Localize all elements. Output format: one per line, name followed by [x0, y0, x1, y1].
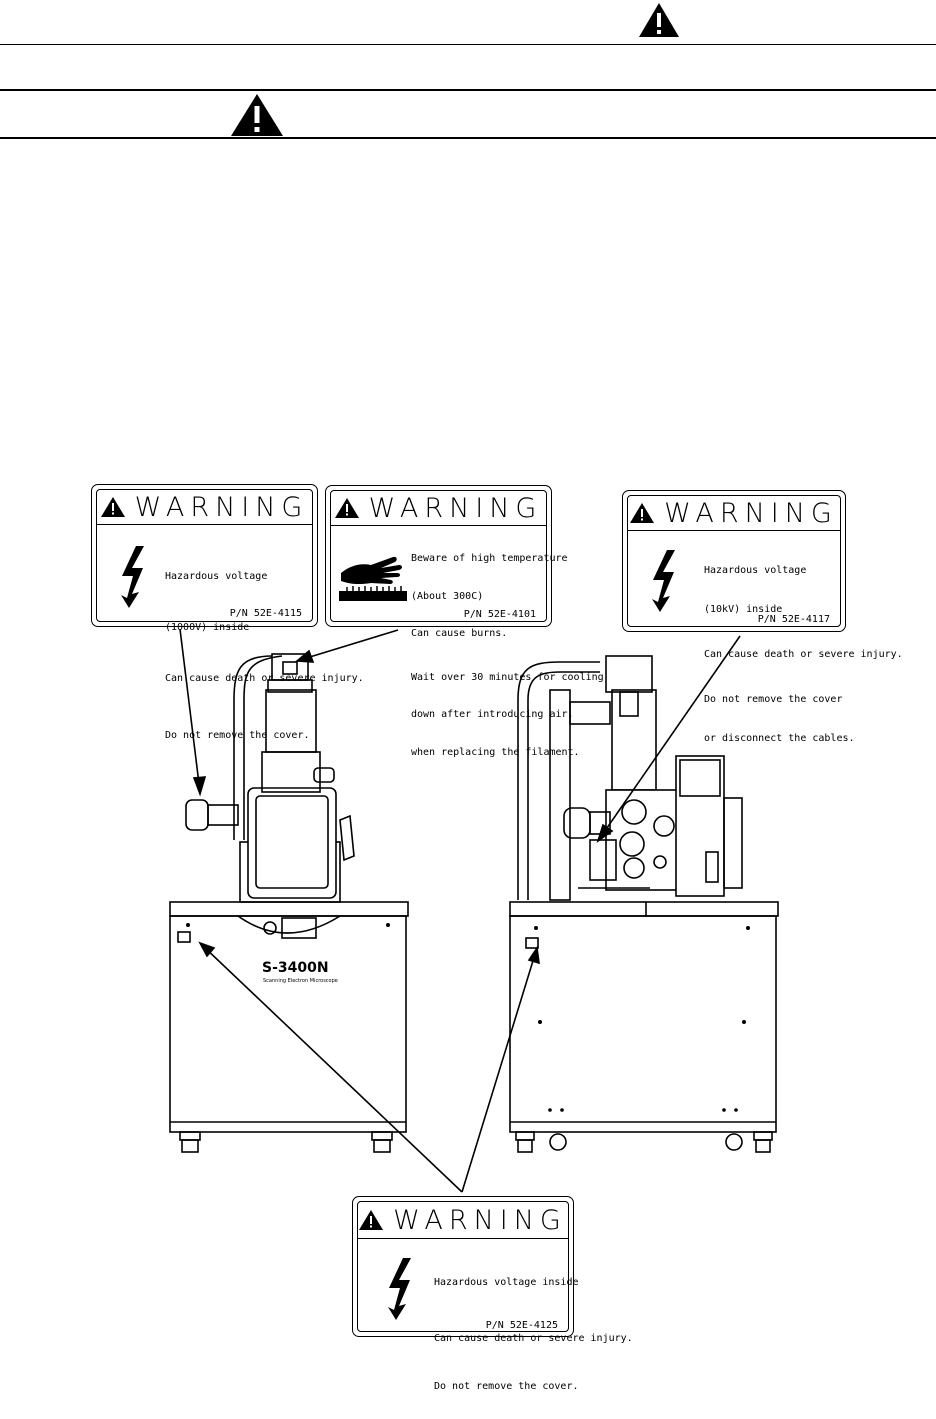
label-line: Hazardous voltage	[165, 571, 268, 582]
part-number: P/N 52E-4125	[485, 1320, 558, 1331]
machine-model-text: S-3400N	[262, 960, 329, 976]
label-title: WARNING	[134, 491, 309, 523]
lightning-bolt-icon	[121, 546, 144, 608]
label-line: Beware of high temperature	[411, 553, 568, 564]
label-line: Do not remove the cover.	[165, 730, 310, 741]
warning-label-voltage-inside: WARNING Hazardous voltage inside Can cau…	[352, 1196, 633, 1392]
label-line: Wait over 30 minutes for cooling	[411, 671, 604, 683]
hot-surface-hand-icon	[339, 556, 407, 601]
label-line: Hazardous voltage inside	[434, 1277, 579, 1288]
machine-subtitle-text: Scanning Electron Microscope	[263, 978, 338, 984]
label-line: Do not remove the cover	[704, 694, 843, 705]
label-line: (About 300C)	[411, 590, 484, 602]
warning-label-high-temperature: WARNING Beware of high temperature (Abou…	[325, 485, 604, 758]
label-line: Can cause death or severe injury.	[434, 1333, 633, 1344]
machine-illustration: S-3400N Scanning Electron Microscope	[169, 628, 779, 1193]
label-title: WARNING	[393, 1204, 567, 1236]
label-line: or disconnect the cables.	[704, 733, 855, 744]
label-title: WARNING	[368, 492, 543, 524]
part-number: P/N 52E-4115	[229, 608, 302, 619]
warning-label-1000v: WARNING Hazardous voltage (1000V) inside…	[91, 484, 364, 741]
manual-page: WARNING Hazardous voltage (1000V) inside…	[0, 3, 936, 1392]
front-view: S-3400N Scanning Electron Microscope	[169, 653, 409, 1153]
warning-triangle-icon	[100, 497, 125, 517]
label-line: (1000V) inside	[165, 622, 250, 633]
label-line: Do not remove the cover.	[434, 1381, 579, 1392]
lightning-bolt-icon	[652, 550, 675, 612]
label-line: Can cause death or severe injury.	[704, 649, 903, 660]
header-rule-middle	[0, 89, 936, 91]
warning-triangle-icon	[639, 3, 679, 37]
warning-triangle-icon	[630, 503, 655, 523]
label-line: (10kV) inside	[704, 604, 783, 615]
warning-triangle-icon	[231, 94, 283, 136]
label-line: Can cause burns.	[411, 628, 508, 639]
warning-triangle-icon	[359, 1210, 384, 1230]
lightning-bolt-icon	[388, 1258, 411, 1320]
header-rule-top	[0, 44, 936, 45]
label-title: WARNING	[664, 497, 838, 529]
label-line: down after introducing air,	[411, 709, 574, 720]
part-number: P/N 52E-4101	[463, 609, 536, 620]
label-line: Can cause death or severe injury.	[165, 673, 364, 684]
leader-arrows	[179, 628, 741, 1193]
warning-label-10kv: WARNING Hazardous voltage (10kV) inside …	[622, 490, 903, 744]
label-line: when replacing the filament.	[411, 746, 580, 758]
warning-triangle-icon	[334, 498, 359, 518]
label-line: Hazardous voltage	[704, 565, 807, 576]
part-number: P/N 52E-4117	[757, 614, 830, 625]
header-rule-bottom	[0, 137, 936, 139]
rear-view	[509, 655, 779, 1153]
